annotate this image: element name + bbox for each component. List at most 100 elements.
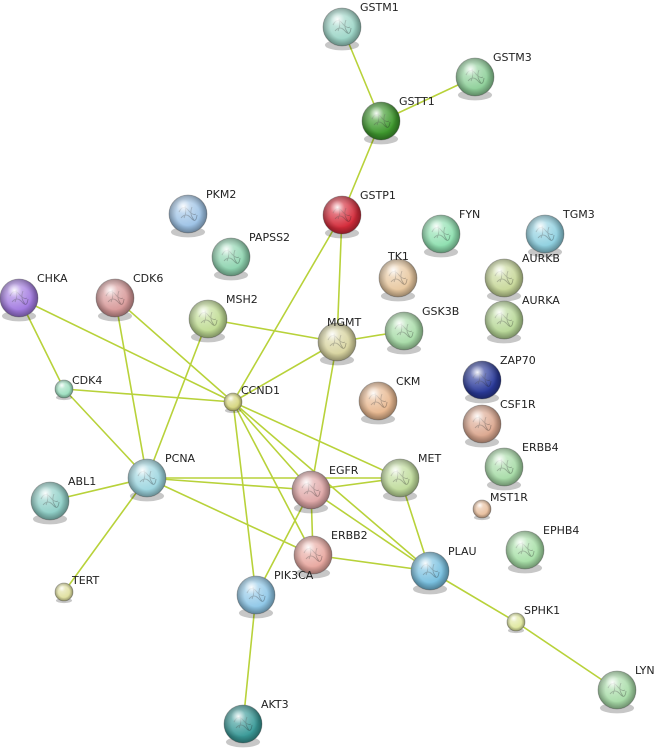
node-highlight <box>318 323 356 361</box>
edge-cdk4-pcna <box>63 388 148 479</box>
node-gstm1[interactable]: GSTM1 <box>322 1 399 51</box>
node-highlight <box>189 300 227 338</box>
node-label: CKM <box>396 375 420 388</box>
node-highlight <box>507 613 525 631</box>
node-csf1r[interactable]: CSF1R <box>462 398 536 448</box>
node-highlight <box>292 471 330 509</box>
node-abl1[interactable]: ABL1 <box>30 475 96 525</box>
node-highlight <box>96 279 134 317</box>
node-egfr[interactable]: EGFR <box>291 464 359 514</box>
node-lyn[interactable]: LYN <box>597 664 654 714</box>
node-highlight <box>526 215 564 253</box>
node-highlight <box>385 312 423 350</box>
node-highlight <box>31 482 69 520</box>
node-gstm3[interactable]: GSTM3 <box>455 51 532 101</box>
edge-ccnd1-met <box>232 401 401 479</box>
node-label: CDK4 <box>72 374 102 387</box>
node-label: ZAP70 <box>500 354 536 367</box>
node-cdk4[interactable]: CDK4 <box>54 374 102 401</box>
node-highlight <box>362 102 400 140</box>
node-label: MSH2 <box>226 293 258 306</box>
node-highlight <box>456 58 494 96</box>
node-chka[interactable]: CHKA <box>0 272 68 322</box>
node-mst1r[interactable]: MST1R <box>472 491 528 521</box>
node-label: MST1R <box>490 491 528 504</box>
node-akt3[interactable]: AKT3 <box>223 698 289 748</box>
node-pcna[interactable]: PCNA <box>127 452 196 502</box>
node-label: TK1 <box>387 250 409 263</box>
node-label: ERBB2 <box>331 529 368 542</box>
node-highlight <box>506 531 544 569</box>
node-aurkb[interactable]: AURKB <box>484 252 560 302</box>
node-gstp1[interactable]: GSTP1 <box>322 189 396 239</box>
node-label: GSTM3 <box>493 51 532 64</box>
node-sphk1[interactable]: SPHK1 <box>506 604 560 634</box>
node-highlight <box>463 405 501 443</box>
node-highlight <box>463 361 501 399</box>
node-label: PIK3CA <box>274 569 314 582</box>
edge-erbb2-plau <box>312 554 431 572</box>
node-label: GSTP1 <box>360 189 396 202</box>
node-label: ABL1 <box>68 475 96 488</box>
node-label: AKT3 <box>261 698 289 711</box>
node-label: CDK6 <box>133 272 163 285</box>
node-ckm[interactable]: CKM <box>358 375 420 425</box>
node-label: PLAU <box>448 545 477 558</box>
edge-pcna-egfr <box>146 477 312 491</box>
node-highlight <box>0 279 38 317</box>
node-tk1[interactable]: TK1 <box>378 250 418 302</box>
node-label: FYN <box>459 208 480 221</box>
node-label: EGFR <box>329 464 359 477</box>
edge-ccnd1-pik3ca <box>232 401 257 596</box>
node-tgm3[interactable]: TGM3 <box>525 208 595 258</box>
node-mgmt[interactable]: MGMT <box>317 316 362 366</box>
node-highlight <box>128 459 166 497</box>
node-label: GSK3B <box>422 305 459 318</box>
node-tert[interactable]: TERT <box>54 574 100 604</box>
edge-cdk4-ccnd1 <box>63 388 234 403</box>
node-gsk3b[interactable]: GSK3B <box>384 305 459 355</box>
node-highlight <box>422 215 460 253</box>
edge-egfr-plau <box>310 489 431 572</box>
node-gstt1[interactable]: GSTT1 <box>361 95 435 145</box>
node-highlight <box>473 500 491 518</box>
node-zap70[interactable]: ZAP70 <box>462 354 536 404</box>
node-cdk6[interactable]: CDK6 <box>95 272 163 322</box>
node-highlight <box>485 301 523 339</box>
node-msh2[interactable]: MSH2 <box>188 293 258 343</box>
node-label: GSTM1 <box>360 1 399 14</box>
node-highlight <box>485 259 523 297</box>
node-plau[interactable]: PLAU <box>410 545 477 595</box>
node-label: MET <box>418 452 441 465</box>
edge-pcna-tert <box>63 477 148 593</box>
edge-mgmt-egfr <box>310 341 338 491</box>
node-highlight <box>598 671 636 709</box>
edge-mgmt-ccnd1 <box>232 341 338 403</box>
node-label: AURKB <box>522 252 560 265</box>
node-label: EPHB4 <box>543 524 579 537</box>
node-erbb4[interactable]: ERBB4 <box>484 441 559 491</box>
node-pkm2[interactable]: PKM2 <box>168 188 236 238</box>
node-highlight <box>224 393 242 411</box>
node-label: CSF1R <box>500 398 536 411</box>
node-label: CCND1 <box>241 384 280 397</box>
node-label: CHKA <box>37 272 68 285</box>
node-met[interactable]: MET <box>380 452 441 502</box>
edge-cdk6-ccnd1 <box>114 297 234 403</box>
node-highlight <box>169 195 207 233</box>
edge-cdk6-pcna <box>114 297 148 479</box>
edge-pcna-erbb2 <box>146 477 314 556</box>
node-label: ERBB4 <box>522 441 559 454</box>
node-pik3ca[interactable]: PIK3CA <box>236 569 314 619</box>
node-highlight <box>237 576 275 614</box>
node-aurka[interactable]: AURKA <box>484 294 560 344</box>
node-ccnd1[interactable]: CCND1 <box>223 384 280 414</box>
node-papss2[interactable]: PAPSS2 <box>211 231 290 281</box>
node-highlight <box>55 583 73 601</box>
node-erbb2[interactable]: ERBB2 <box>293 529 368 579</box>
node-fyn[interactable]: FYN <box>421 208 480 258</box>
node-ephb4[interactable]: EPHB4 <box>505 524 579 574</box>
edge-pik3ca-akt3 <box>242 594 257 725</box>
